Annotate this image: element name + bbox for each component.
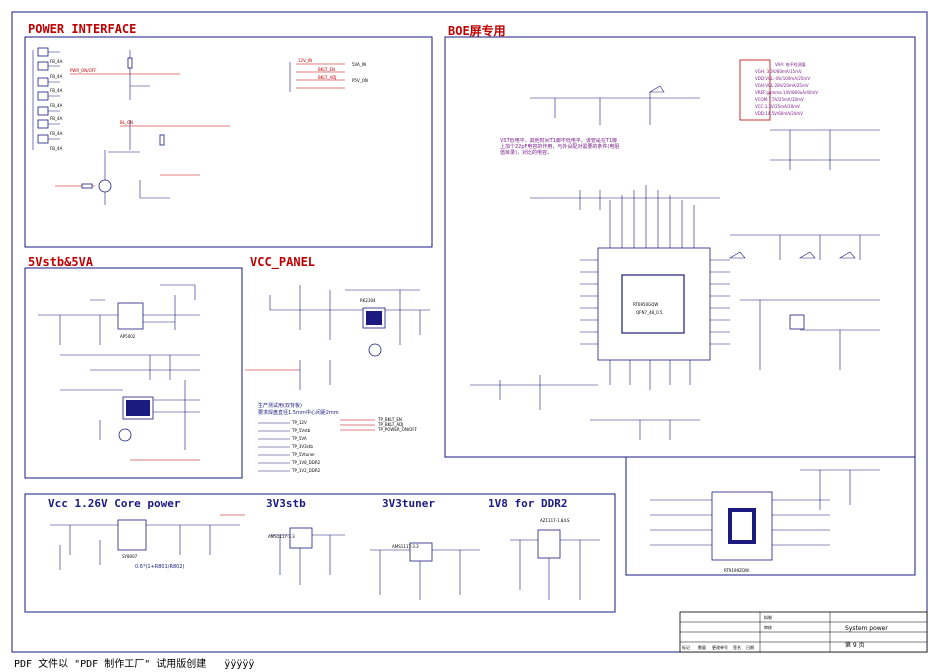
field-checked: 审核 [764,624,772,630]
regulators-frame [24,493,616,613]
title-vcc-panel: VCC_PANEL [250,255,315,270]
power-switch-circuit [55,50,230,205]
boe-chip-name: RT6950GQW [633,302,658,307]
spec-line-2: VGH: 3.3V/80mA/15mV [755,69,802,74]
title-ddr2: 1V8 for DDR2 [488,497,567,510]
tp-12v: TP_12V [291,420,307,425]
net-bklt-adj: BKLT_ADJ [318,75,336,80]
core-formula: 0.6*(1+R801/R802) [135,564,184,570]
sheet-frame [11,11,928,653]
fuse-label-2: FB_4A [50,74,63,79]
pdf-footer-note: PDF 文件以 "PDF 制作工厂" 试用版创建 ÿÿÿÿÿ [14,659,255,670]
boe-main-chip [580,185,730,390]
fuse-label-4: FB_4A [50,103,63,108]
rev-col-change: 更改单号 [712,644,728,650]
rev-col-sign: 签名 [733,644,741,650]
tp-bklt-adj: TP_BKLT_ADJ [377,422,403,427]
tp-5va: TP_5VA [291,436,307,441]
boe-panel-frame [444,36,916,458]
fuse-label-1: FB_4A [50,59,63,64]
power-interface-frame [24,36,433,248]
net-5va-in: 5VA_IN [352,62,366,67]
3v3stb-circuit [270,527,345,585]
test-point-list [258,419,375,472]
rev-col-qty: 数量 [698,644,706,650]
boe-sub-chip-name: RT9199ZQW [724,568,749,573]
net-p5v-on: P5V_ON [352,78,368,83]
spec-line-1: VAA: 电平检测值 [775,61,806,67]
net-12v-in: 12V_IN [298,58,312,63]
fuse-label-6: FB_4A [50,131,63,136]
sheet-title: System power [845,625,888,632]
spec-line-4: VGH:VGL:28V/20mA/25mV [755,83,809,88]
net-bl-on: BL_ON [120,120,133,125]
title-power-interface: POWER INTERFACE [28,22,136,36]
tp-5vtuner: TP_5Vtuner [291,452,315,457]
ddr2-circuit [510,529,600,600]
spec-line-6: VCOM:7.5V/25mA/10mV [755,97,804,102]
boe-chinese-note: VST低电平，其他时间T1脚不低电平，该管是在T1脚上加个22pF电容的作用，与… [500,138,620,156]
rev-col-mark: 标记 [682,644,690,650]
core-chip-name: SY8007 [122,554,138,559]
boe-spec-list [739,59,771,121]
tp-power-on-off: TP_POWER_ON/OFF [377,427,418,432]
ddr2-chip-name: AZ1117-1.8/LS [540,518,570,523]
boe-support-circuits [470,85,880,440]
title-boe-panel: BOE屏专用 [448,23,506,38]
net-pwr-on-off: PWR_ON/OFF [70,68,97,73]
core-power-circuit [50,514,245,570]
boe-chinese-note-box: VST低电平，其他时间T1脚不低电平，该管是在T1脚上加个22pF电容的作用，与… [500,138,620,156]
tp-1v8-ddr2: TP_1V8_DDR2 [291,460,321,465]
net-bklt-en: BKLT_EN [318,67,335,72]
connector-fuses [32,47,60,150]
boe-sub-frame [625,456,916,576]
spec-line-3: VDD:VGL:-8V/100mA/25mV [755,76,810,81]
3v3tuner-chip-name: AMS1117-3.3 [392,544,419,549]
title-standby: 5Vstb&5VA [28,255,94,269]
sheet-page: 第 9 页 [845,641,865,649]
tp-bklt-en: TP_BKLT_EN [377,417,402,422]
vcc-panel-circuit [245,285,430,390]
fuse-label-7: FB_4A [50,146,63,151]
connector-net-list [289,62,345,92]
field-drawn: 拟制 [764,614,772,620]
rev-col-date: 日期 [746,644,754,650]
tp-5vstb: TP_5Vstb [291,428,311,433]
spec-line-8: VDD:14.5V/60mA/20mV [755,111,803,116]
spec-line-5: VREF:gamma:14V/800uA/40mV [755,90,818,95]
fuse-label-5: FB_4A [50,116,63,121]
title-3v3stb: 3V3stb [266,497,306,510]
boe-chip-pkg: QFN7_48_0.5 [636,310,663,315]
production-note-2: 要求焊盘直径1.5mm中心间距2mm [258,409,339,416]
fuse-label-3: FB_4A [50,88,63,93]
standby-circuit [38,284,200,461]
boe-sub-chip [650,469,880,561]
3v3tuner-circuit [370,542,480,600]
standby-chip-name: AP5002 [120,334,136,339]
spec-line-7: VCC:3.3V/25mA/10mV [755,104,800,109]
production-note-1: 生产测试用(双背板) [258,402,302,409]
tp-1v2-ddr2: TP_1V2_DDR2 [291,468,321,473]
3v3stb-chip-name: AMS1117-3.3 [268,534,295,539]
title-3v3tuner: 3V3tuner [382,497,435,510]
standby-frame [24,267,243,479]
vcc-panel-mos: RK2304 [360,298,376,303]
title-block [679,611,928,653]
tp-3v3stb: TP_3V3stb [291,444,313,449]
title-core-power: Vcc 1.26V Core power [48,497,181,510]
